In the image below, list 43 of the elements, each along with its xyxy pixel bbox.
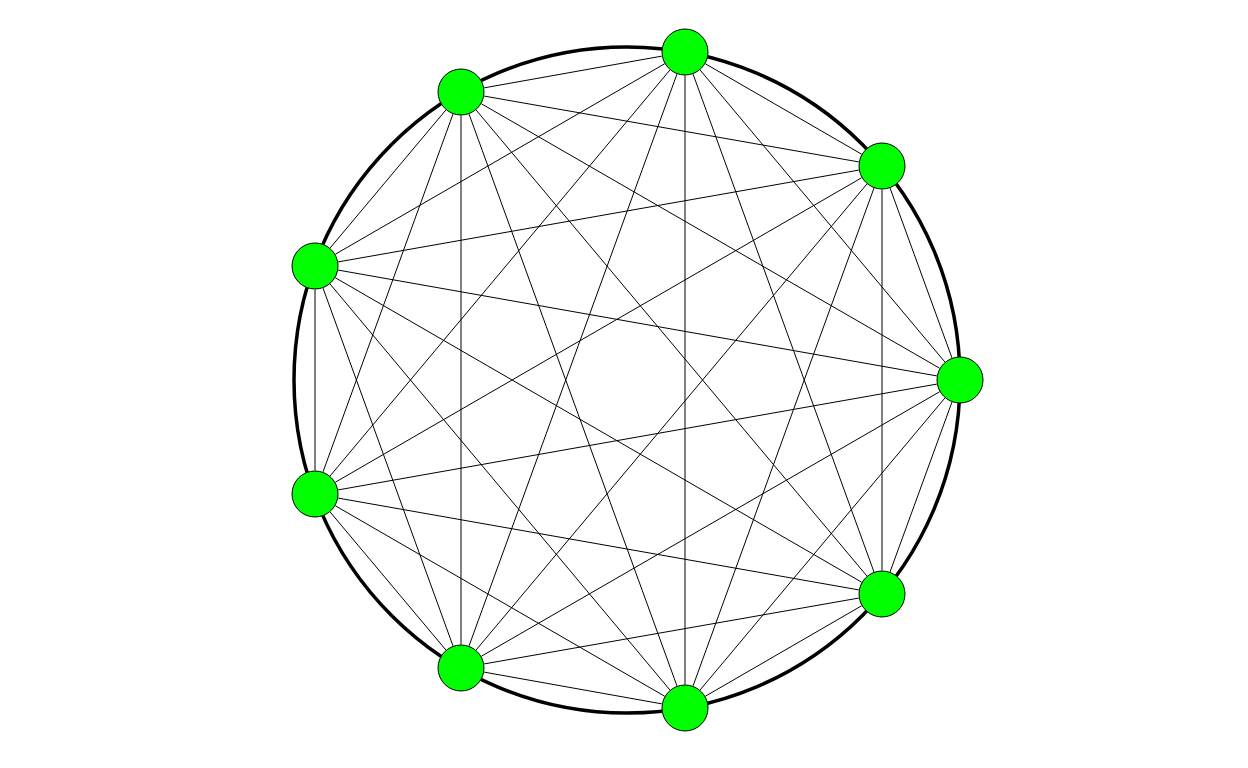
edge-line xyxy=(889,401,953,573)
edge-line xyxy=(337,497,860,591)
edge-line xyxy=(329,69,671,477)
edge-line xyxy=(337,169,860,263)
edge-line xyxy=(475,109,868,577)
edge-line xyxy=(329,511,447,651)
vertex-circle xyxy=(858,570,906,618)
vertex-circle xyxy=(291,470,339,518)
edge-line xyxy=(334,63,666,255)
edge-line xyxy=(329,283,671,691)
edge-line xyxy=(322,113,454,473)
edge-line xyxy=(699,69,946,363)
edge-line xyxy=(314,289,316,471)
vertex-circle xyxy=(661,684,709,732)
edge-line xyxy=(881,189,883,571)
edge-line xyxy=(684,75,686,685)
edge-line xyxy=(480,103,941,369)
edge-line xyxy=(483,597,860,665)
edge-line xyxy=(889,187,953,359)
edge-line xyxy=(334,505,666,697)
edge-line xyxy=(337,383,938,491)
vertex-circle xyxy=(437,644,485,692)
edge-line xyxy=(704,605,863,697)
vertex-circle xyxy=(661,28,709,76)
vertex-circle xyxy=(858,142,906,190)
edge-line xyxy=(475,183,868,651)
edge-line xyxy=(322,287,454,647)
edge-line xyxy=(483,55,663,89)
edge-line xyxy=(483,671,663,705)
vertex-circle xyxy=(936,356,984,404)
edge-line xyxy=(334,277,863,583)
edge-line xyxy=(480,391,941,657)
edge-line xyxy=(704,63,863,155)
vertex-circle xyxy=(291,242,339,290)
edge-line xyxy=(692,187,875,687)
edge-line xyxy=(483,95,860,163)
vertex-circle xyxy=(437,68,485,116)
edge-line xyxy=(692,73,875,573)
edge-line xyxy=(460,115,462,645)
edge-line xyxy=(334,177,863,483)
edge-line xyxy=(699,397,946,691)
edge-line xyxy=(337,269,938,377)
edge-line xyxy=(329,109,447,249)
